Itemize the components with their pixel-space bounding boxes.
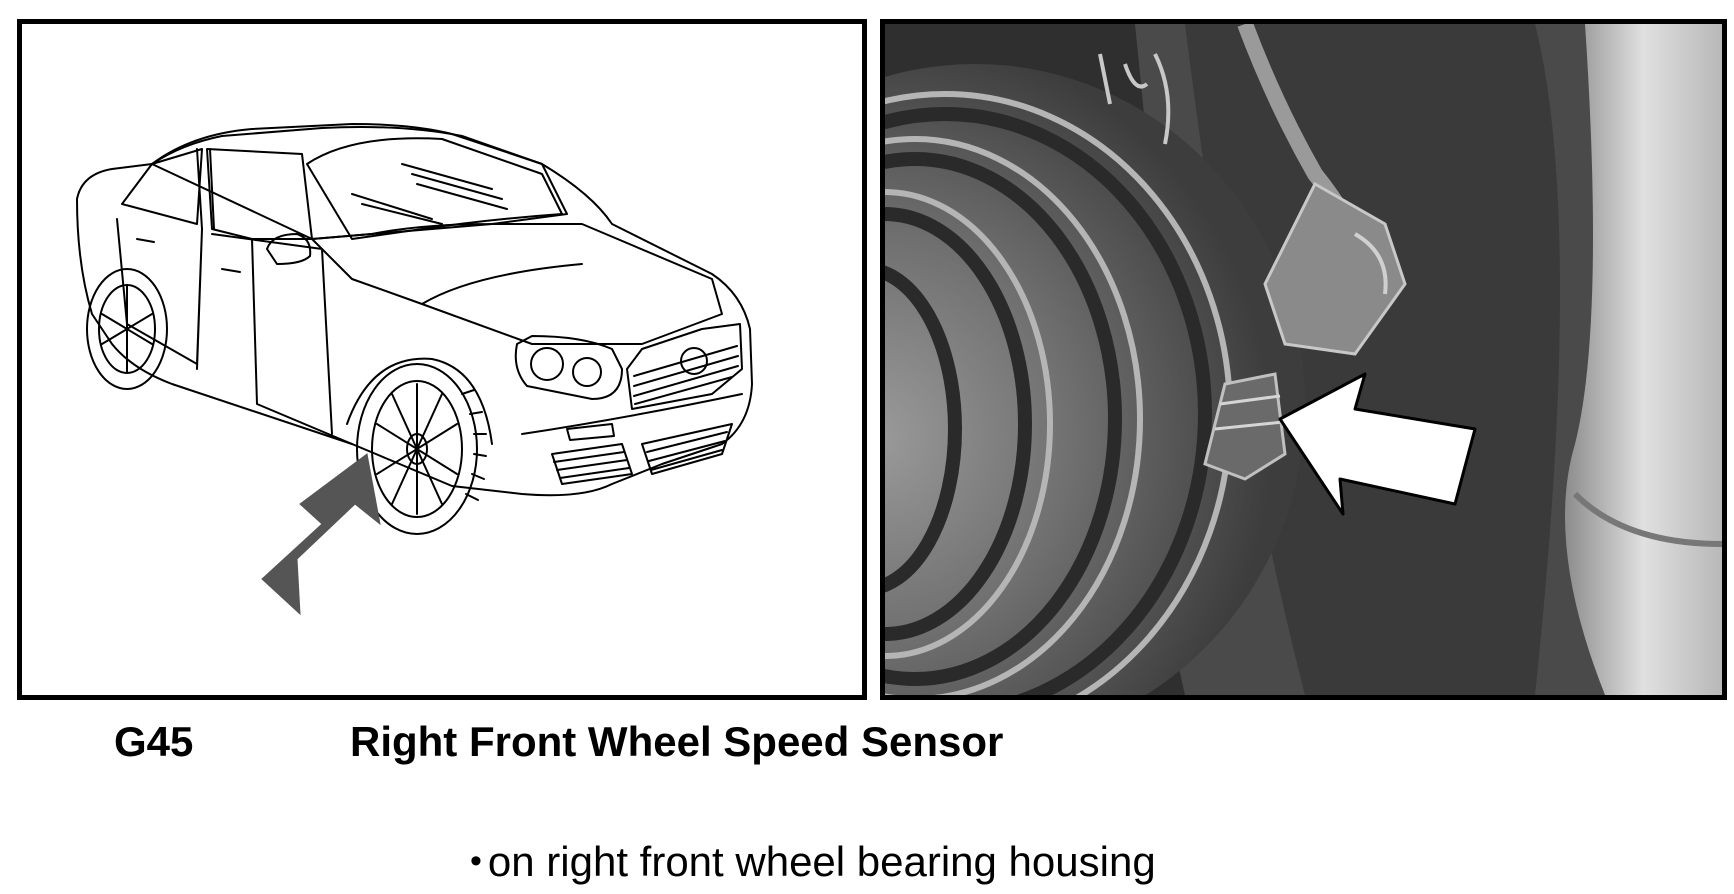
wheel-speed-sensor-photo-icon [885, 24, 1722, 695]
location-text: on right front wheel bearing housing [487, 838, 1156, 885]
bullet-icon: • [470, 842, 482, 880]
car-line-drawing-icon [76, 123, 753, 616]
sensor-photo-panel [880, 19, 1727, 700]
arrow-pointer-icon [261, 453, 381, 616]
component-title: Right Front Wheel Speed Sensor [350, 718, 1004, 765]
arrow-pointer-icon [1278, 372, 1477, 516]
car-illustration-panel [17, 19, 867, 700]
location-note: •on right front wheel bearing housing [470, 838, 1156, 886]
component-code: G45 [114, 718, 194, 765]
